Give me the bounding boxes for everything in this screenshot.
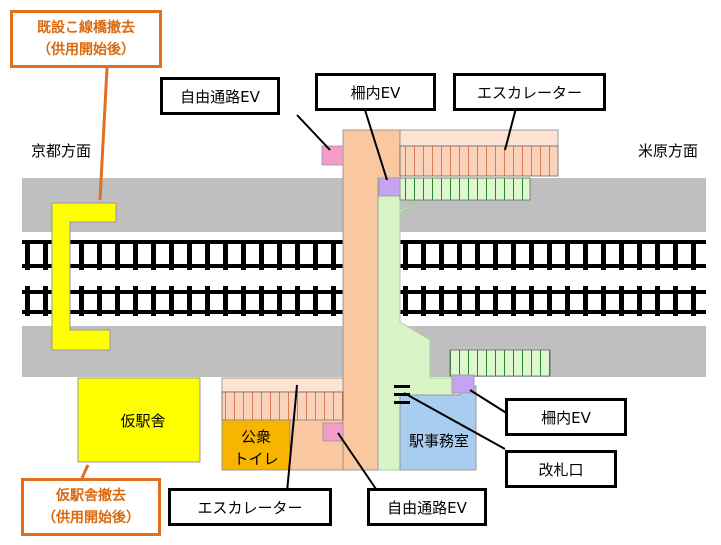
- area-temp-station: 仮駅舎: [120, 412, 166, 430]
- fare-ev-top: [378, 177, 401, 197]
- label-fare-ev-top: 柵内EV: [315, 73, 436, 111]
- public-toilet: [221, 419, 291, 471]
- green-stairs-upper: [399, 177, 531, 201]
- leader-lines: [286, 107, 517, 493]
- direction-kyoto: 京都方面: [31, 142, 92, 160]
- escalator-lower: [221, 391, 344, 421]
- area-public-toilet-line2: トイレ: [233, 450, 279, 468]
- fare-ev-right: [451, 374, 475, 394]
- free-passage-ev-bottom: [322, 422, 344, 442]
- label-fare-ev-right: 柵内EV: [505, 398, 627, 436]
- green-stairs-lower: [449, 349, 551, 377]
- orange-leader-lines: [80, 67, 109, 479]
- label-escalator-top: エスカレーター: [453, 73, 606, 111]
- callout-temp-station-removal: 仮駅舎撤去 （供用開始後）: [21, 478, 161, 536]
- ticket-gate-icon: [394, 385, 410, 404]
- callout-temp-station-removal-line2: （供用開始後）: [42, 510, 140, 526]
- existing-overpass-bridge: [51, 202, 117, 351]
- area-public-toilet-line1: 公衆: [240, 428, 271, 446]
- label-free-passage-ev-bottom: 自由通路EV: [367, 488, 487, 526]
- escalator-upper-light: [399, 129, 559, 147]
- escalator-upper: [399, 145, 559, 177]
- label-escalator-bottom: エスカレーター: [168, 488, 332, 526]
- area-station-office: 駅事務室: [408, 432, 469, 450]
- callout-bridge-removal-line2: （供用開始後）: [37, 42, 135, 58]
- callout-bridge-removal: 既設こ線橋撤去 （供用開始後）: [10, 10, 162, 68]
- area-public-toilet: 公衆 トイレ: [228, 426, 284, 470]
- label-free-passage-ev-top: 自由通路EV: [160, 77, 280, 115]
- label-ticket-gate: 改札口: [505, 450, 617, 488]
- escalator-lower-light: [221, 377, 344, 393]
- direction-maibara: 米原方面: [638, 142, 699, 160]
- temporary-station: [77, 377, 201, 463]
- free-passage-ev-top: [321, 145, 344, 166]
- station-office: [399, 385, 477, 471]
- callout-temp-station-removal-line1: 仮駅舎撤去: [56, 488, 126, 504]
- callout-bridge-removal-line1: 既設こ線橋撤去: [37, 20, 135, 36]
